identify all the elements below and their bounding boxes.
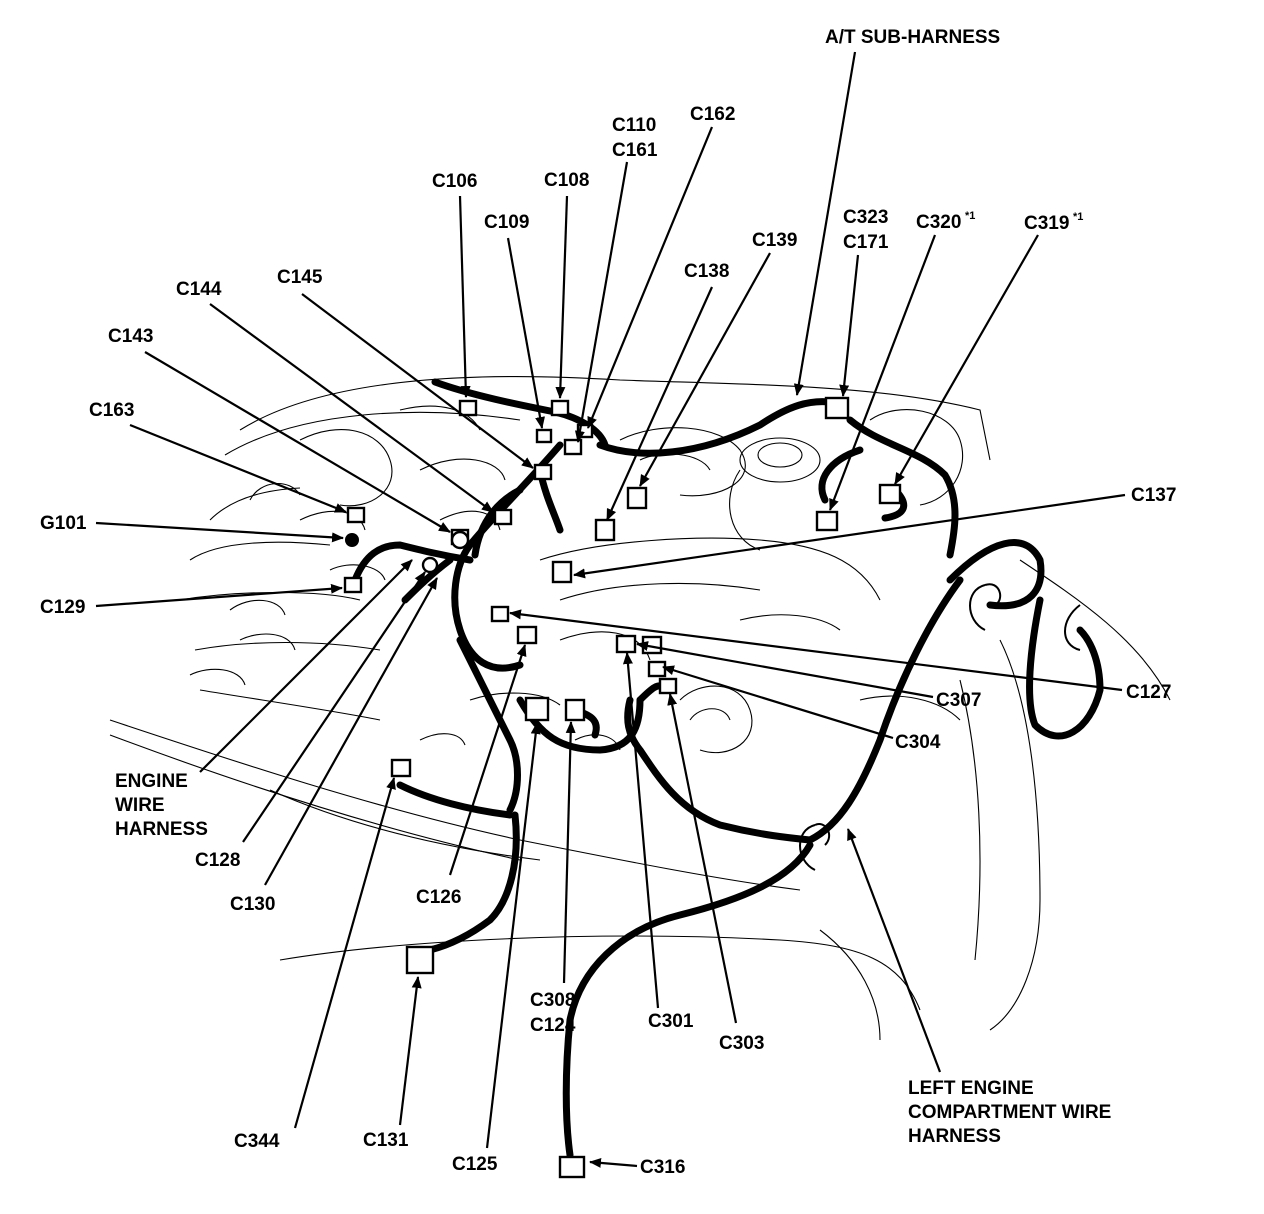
label-c145: C145 (277, 267, 323, 288)
label-engine-wire-harness-line3: HARNESS (115, 819, 208, 840)
connector-c303 (658, 677, 678, 695)
label-c344: C344 (234, 1131, 280, 1152)
connector-c138 (594, 518, 616, 542)
label-c128: C128 (195, 850, 240, 871)
connector-c127 (490, 605, 510, 623)
connector-c344 (390, 758, 412, 778)
connector-c109 (535, 428, 553, 444)
label-left-harness-line3: HARNESS (908, 1126, 1001, 1147)
label-c316: C316 (640, 1157, 685, 1178)
connector-c307 (615, 634, 637, 654)
label-c108: C108 (544, 170, 589, 191)
label-c130: C130 (230, 894, 275, 915)
label-c320-note: *1 (965, 210, 975, 222)
label-c127: C127 (1126, 682, 1171, 703)
connector-c139 (626, 486, 648, 510)
label-c138: C138 (684, 261, 729, 282)
label-c161: C161 (612, 140, 658, 161)
connector-c163 (346, 506, 366, 524)
engine-outline (109, 376, 1171, 1041)
label-c137: C137 (1131, 485, 1176, 506)
label-c144: C144 (176, 279, 222, 300)
label-c304: C304 (895, 732, 941, 753)
connector-c106 (458, 399, 478, 417)
label-c303: C303 (719, 1033, 764, 1054)
callout-labels: A/T SUB-HARNESS C110 C161 C162 C106 C108… (40, 27, 1176, 1178)
connector-c308 (564, 698, 586, 722)
label-c129: C129 (40, 597, 85, 618)
connectors (343, 396, 902, 1179)
connector-c319 (878, 483, 902, 505)
label-c171: C171 (843, 232, 889, 253)
label-c126: C126 (416, 887, 461, 908)
label-c125: C125 (452, 1154, 498, 1175)
label-c139: C139 (752, 230, 797, 251)
connector-c137 (551, 560, 573, 584)
label-c163: C163 (89, 400, 134, 421)
connector-c323 (824, 396, 850, 420)
label-c319: C319 (1024, 213, 1069, 234)
connector-c316 (558, 1155, 586, 1179)
connector-c129 (343, 576, 363, 594)
label-c323: C323 (843, 207, 888, 228)
label-g101: G101 (40, 513, 87, 534)
label-c319-note: *1 (1073, 211, 1083, 223)
connector-c108 (550, 399, 570, 417)
connector-c131 (405, 945, 435, 975)
connector-c125 (524, 696, 550, 722)
connector-c145 (533, 463, 553, 481)
label-c320: C320 (916, 212, 961, 233)
connector-c301 (647, 660, 667, 678)
connector-c320 (815, 510, 839, 532)
label-c162: C162 (690, 104, 735, 125)
label-c308: C308 (530, 990, 575, 1011)
label-left-harness-line1: LEFT ENGINE (908, 1078, 1034, 1099)
label-engine-wire-harness-line2: WIRE (115, 795, 165, 816)
label-at-sub-harness: A/T SUB-HARNESS (825, 27, 1000, 48)
label-c106: C106 (432, 171, 477, 192)
label-left-harness-line2: COMPARTMENT WIRE (908, 1102, 1111, 1123)
label-c143: C143 (108, 326, 153, 347)
connector-c110 (563, 438, 583, 456)
label-c109: C109 (484, 212, 529, 233)
label-c307: C307 (936, 690, 981, 711)
label-c301: C301 (648, 1011, 694, 1032)
leader-lines (95, 51, 1126, 1168)
label-c131: C131 (363, 1130, 409, 1151)
connector-c144 (493, 508, 513, 526)
label-c124: C124 (530, 1015, 576, 1036)
connector-c126 (516, 625, 538, 645)
label-engine-wire-harness-line1: ENGINE (115, 771, 188, 792)
grommets (799, 583, 1081, 871)
label-c110: C110 (612, 115, 656, 136)
ground-g101 (345, 533, 359, 547)
